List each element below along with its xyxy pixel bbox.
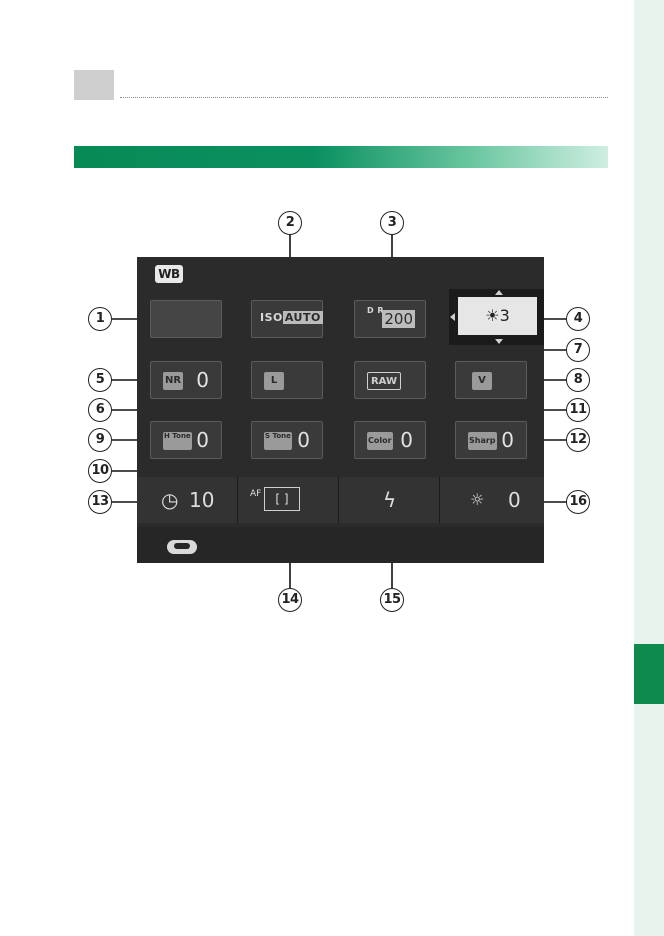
arrow-left-icon: [450, 313, 455, 321]
brightness-value: 0: [508, 488, 521, 512]
chapter-tab: [634, 644, 664, 704]
film-simulation-tile[interactable]: V: [455, 361, 527, 399]
screen-footer: [137, 527, 544, 563]
dr-icon: D R: [367, 306, 375, 316]
callout-15: 15: [380, 588, 404, 612]
callout-16: 16: [566, 490, 590, 514]
shadow-tone-tile[interactable]: S Tone 0: [251, 421, 323, 459]
lens-cap-icon: [167, 540, 197, 554]
iso-text: ISO: [260, 311, 283, 324]
callout-4: 4: [566, 307, 590, 331]
nr-value: 0: [196, 368, 209, 392]
callout-12: 12: [566, 428, 590, 452]
flash-cell[interactable]: ϟ: [339, 477, 440, 523]
image-size-tile[interactable]: L: [251, 361, 323, 399]
sharpness-tile[interactable]: Sharp 0: [455, 421, 527, 459]
self-timer-cell[interactable]: ◷ 10: [137, 477, 238, 523]
iso-auto-text: AUTO: [283, 311, 323, 324]
page-side-strip: [634, 0, 664, 936]
image-size-icon: L: [264, 372, 284, 390]
highlight-tone-tile[interactable]: H Tone 0: [150, 421, 222, 459]
sharpness-icon: Sharp: [468, 432, 497, 450]
raw-icon: RAW: [367, 372, 401, 390]
highlight-tone-icon: H Tone: [163, 432, 192, 450]
callout-9: 9: [88, 428, 112, 452]
section-bar: [74, 146, 608, 168]
white-balance-selected[interactable]: ☀3: [449, 289, 544, 345]
callout-5: 5: [88, 368, 112, 392]
fluorescent-wb-icon: ☀3: [458, 297, 537, 335]
image-quality-tile[interactable]: RAW: [354, 361, 426, 399]
callout-13: 13: [88, 490, 112, 514]
callout-3: 3: [380, 211, 404, 235]
sharpness-value: 0: [501, 428, 514, 452]
af-icon: AF: [250, 489, 258, 499]
af-frame-icon: [ ]: [264, 487, 300, 511]
callout-10: 10: [88, 459, 112, 483]
color-tile[interactable]: Color 0: [354, 421, 426, 459]
dynamic-range-tile[interactable]: D R 200: [354, 300, 426, 338]
callout-2: 2: [278, 211, 302, 235]
nr-icon: NR: [163, 372, 183, 390]
dr-value: 200: [382, 310, 415, 328]
noise-reduction-tile[interactable]: NR 0: [150, 361, 222, 399]
color-value: 0: [400, 428, 413, 452]
callout-6: 6: [88, 398, 112, 422]
timer-icon: ◷: [161, 488, 178, 512]
callout-11: 11: [566, 398, 590, 422]
highlight-tone-value: 0: [196, 428, 209, 452]
white-balance-badge: WB: [155, 265, 183, 283]
arrow-up-icon: [495, 290, 503, 295]
brightness-cell[interactable]: ☼ 0: [440, 477, 544, 523]
white-balance-value-box: ☀3: [458, 297, 537, 335]
dotted-rule: [120, 97, 608, 98]
arrow-down-icon: [495, 339, 503, 344]
heading-placeholder: [74, 70, 114, 100]
flash-icon: ϟ: [383, 488, 396, 512]
shadow-tone-icon: S Tone: [264, 432, 292, 450]
film-simulation-icon: V: [472, 372, 492, 390]
callout-8: 8: [566, 368, 590, 392]
af-mode-cell[interactable]: AF [ ]: [238, 477, 339, 523]
timer-value: 10: [189, 488, 214, 512]
callout-14: 14: [278, 588, 302, 612]
callout-7: 7: [566, 338, 590, 362]
shadow-tone-value: 0: [297, 428, 310, 452]
sun-icon: ☼: [470, 488, 484, 512]
callout-1: 1: [88, 307, 112, 331]
color-icon: Color: [367, 432, 393, 450]
custom-setting-tile[interactable]: [150, 300, 222, 338]
